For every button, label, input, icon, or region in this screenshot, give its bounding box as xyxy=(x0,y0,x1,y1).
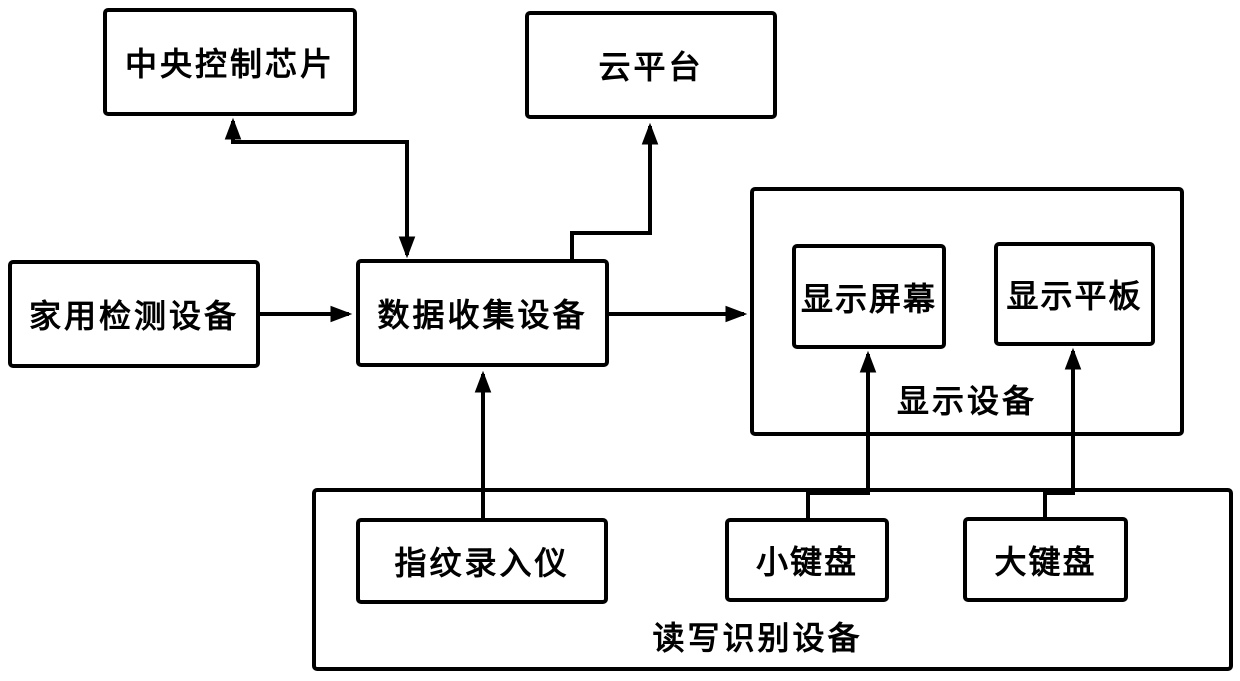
node-fingerprint-reader-label: 指纹录入仪 xyxy=(394,545,570,581)
node-small-keyboard-label: 小键盘 xyxy=(755,544,858,580)
node-cloud-platform-label: 云平台 xyxy=(598,49,704,85)
group-display-device-label: 显示设备 xyxy=(896,383,1038,419)
node-display-tablet: 显示平板 xyxy=(994,242,1155,346)
edge-collect-to-chip xyxy=(224,117,407,144)
node-small-keyboard: 小键盘 xyxy=(725,518,889,602)
node-display-screen-label: 显示屏幕 xyxy=(800,280,937,317)
node-home-detection-device: 家用检测设备 xyxy=(8,260,260,368)
node-fingerprint-reader: 指纹录入仪 xyxy=(356,518,608,604)
node-large-keyboard-label: 大键盘 xyxy=(994,543,1097,580)
node-central-control-chip: 中央控制芯片 xyxy=(103,8,357,116)
node-home-detection-device-label: 家用检测设备 xyxy=(28,298,239,334)
group-read-write-recognition-label: 读写识别设备 xyxy=(652,620,863,656)
node-display-screen: 显示屏幕 xyxy=(792,244,946,349)
node-large-keyboard: 大键盘 xyxy=(963,517,1128,602)
node-central-control-chip-label: 中央控制芯片 xyxy=(124,46,335,82)
node-data-collection-device-label: 数据收集设备 xyxy=(377,297,588,333)
node-data-collection-device: 数据收集设备 xyxy=(356,259,609,367)
node-cloud-platform: 云平台 xyxy=(525,11,777,119)
edge-collect-to-cloud xyxy=(570,122,659,262)
node-display-tablet-label: 显示平板 xyxy=(1006,278,1143,314)
